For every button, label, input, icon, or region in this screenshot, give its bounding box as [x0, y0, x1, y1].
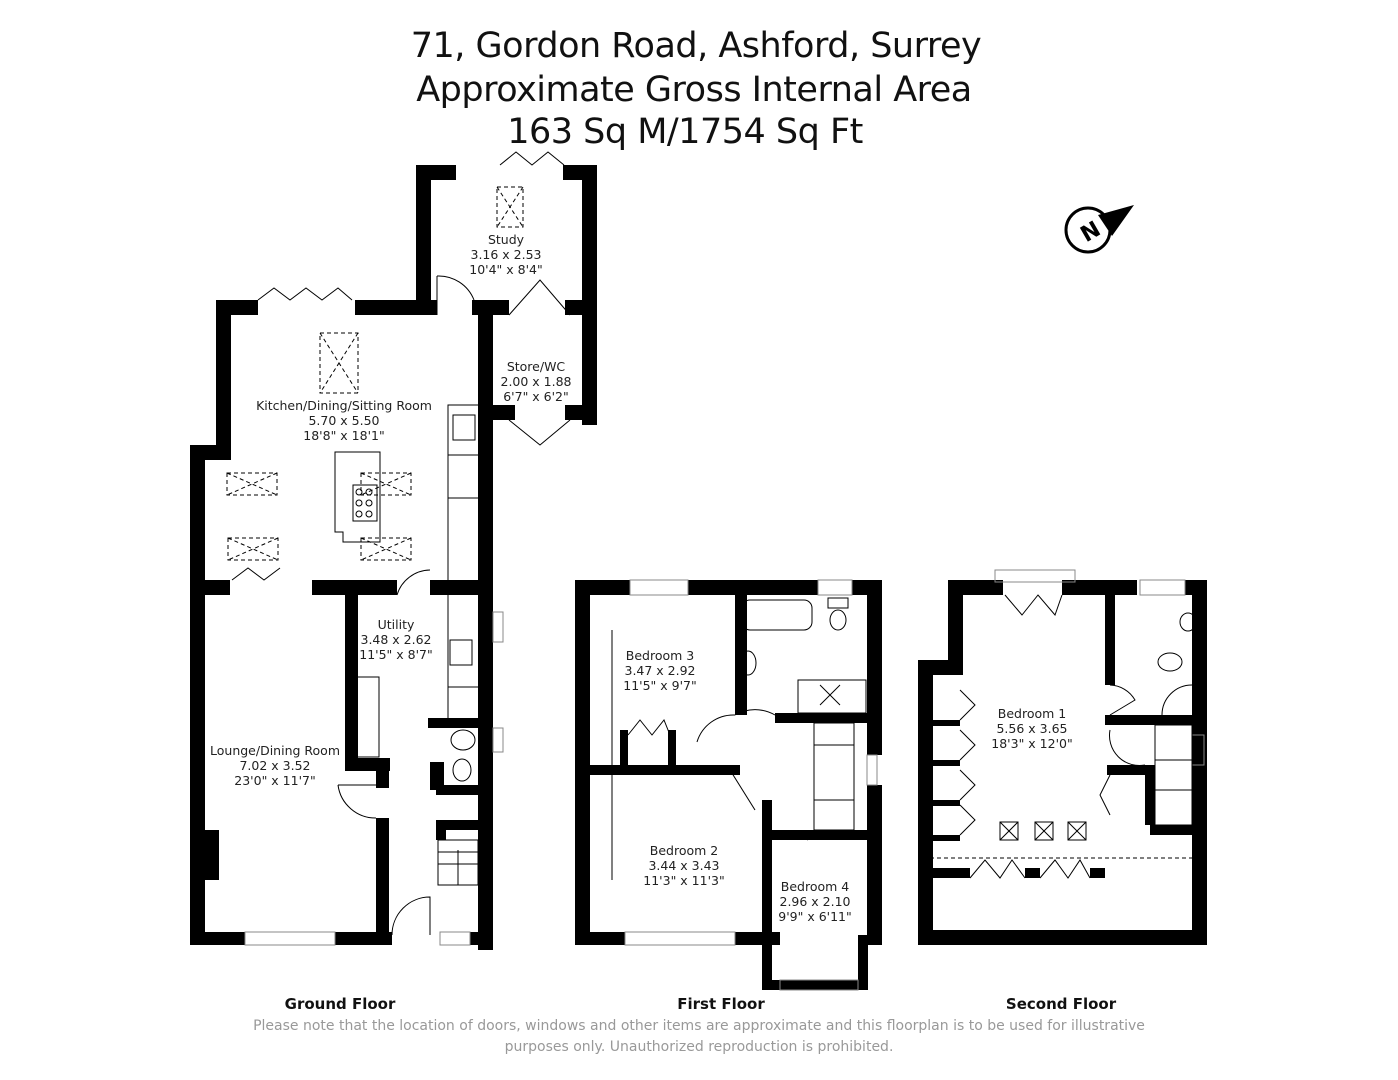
- room-imperial: 11'5" x 9'7": [623, 678, 697, 693]
- room-name: Bedroom 4: [780, 879, 850, 894]
- svg-text:N: N: [1077, 217, 1105, 248]
- north-arrow-icon: N: [1064, 205, 1134, 254]
- floor-label-first: First Floor: [677, 995, 765, 1013]
- first-floor-fixtures: [611, 579, 878, 991]
- room-imperial: 10'4" x 8'4": [469, 262, 543, 277]
- room-label-study: Study 3.16 x 2.53 10'4" x 8'4": [469, 232, 542, 277]
- room-metric: 3.44 x 3.43: [648, 858, 720, 873]
- room-label-bedroom-3: Bedroom 3 3.47 x 2.92 11'5" x 9'7": [623, 648, 696, 693]
- room-imperial: 6'7" x 6'2": [503, 389, 569, 404]
- area-value: 163 Sq M/1754 Sq Ft: [507, 112, 863, 152]
- room-label-kitchen: Kitchen/Dining/Sitting Room 5.70 x 5.50 …: [256, 398, 432, 443]
- room-imperial: 11'5" x 8'7": [359, 647, 433, 662]
- room-imperial: 18'3" x 12'0": [991, 736, 1073, 751]
- room-name: Kitchen/Dining/Sitting Room: [256, 398, 432, 413]
- room-metric: 3.16 x 2.53: [470, 247, 542, 262]
- room-metric: 2.00 x 1.88: [500, 374, 572, 389]
- disclaimer-line-1: Please note that the location of doors, …: [253, 1018, 1145, 1034]
- second-floor-plan: [918, 580, 1207, 945]
- room-metric: 3.48 x 2.62: [360, 632, 432, 647]
- room-metric: 2.96 x 2.10: [779, 894, 851, 909]
- room-metric: 5.70 x 5.50: [308, 413, 380, 428]
- room-imperial: 9'9" x 6'11": [778, 909, 852, 924]
- room-name: Study: [487, 232, 525, 247]
- room-label-utility: Utility 3.48 x 2.62 11'5" x 8'7": [359, 617, 432, 662]
- ground-floor-fixtures: [226, 151, 1195, 946]
- room-name: Utility: [377, 617, 415, 632]
- property-address: 71, Gordon Road, Ashford, Surrey: [410, 26, 982, 66]
- room-imperial: 11'3" x 11'3": [643, 873, 725, 888]
- room-label-store-wc: Store/WC 2.00 x 1.88 6'7" x 6'2": [500, 359, 571, 404]
- room-label-bedroom-1: Bedroom 1 5.56 x 3.65 18'3" x 12'0": [991, 706, 1072, 751]
- floor-label-second: Second Floor: [1005, 995, 1117, 1013]
- room-name: Bedroom 3: [625, 648, 695, 663]
- room-imperial: 18'8" x 18'1": [303, 428, 385, 443]
- floor-label-ground: Ground Floor: [284, 995, 396, 1013]
- room-name: Bedroom 1: [997, 706, 1067, 721]
- second-floor-fixtures: [959, 569, 1205, 879]
- area-label: Approximate Gross Internal Area: [416, 70, 972, 110]
- room-name: Bedroom 2: [649, 843, 719, 858]
- room-imperial: 23'0" x 11'7": [234, 773, 316, 788]
- first-floor-plan: [575, 580, 882, 990]
- room-label-bedroom-2: Bedroom 2 3.44 x 3.43 11'3" x 11'3": [643, 843, 724, 888]
- ground-floor-plan: [190, 165, 597, 950]
- room-metric: 3.47 x 2.92: [624, 663, 696, 678]
- disclaimer-line-2: purposes only. Unauthorized reproduction…: [504, 1039, 894, 1055]
- room-metric: 5.56 x 3.65: [996, 721, 1068, 736]
- room-label-bedroom-4: Bedroom 4 2.96 x 2.10 9'9" x 6'11": [778, 879, 851, 924]
- room-name: Store/WC: [506, 359, 566, 374]
- room-label-lounge: Lounge/Dining Room 7.02 x 3.52 23'0" x 1…: [210, 743, 340, 788]
- room-metric: 7.02 x 3.52: [239, 758, 311, 773]
- room-name: Lounge/Dining Room: [210, 743, 340, 758]
